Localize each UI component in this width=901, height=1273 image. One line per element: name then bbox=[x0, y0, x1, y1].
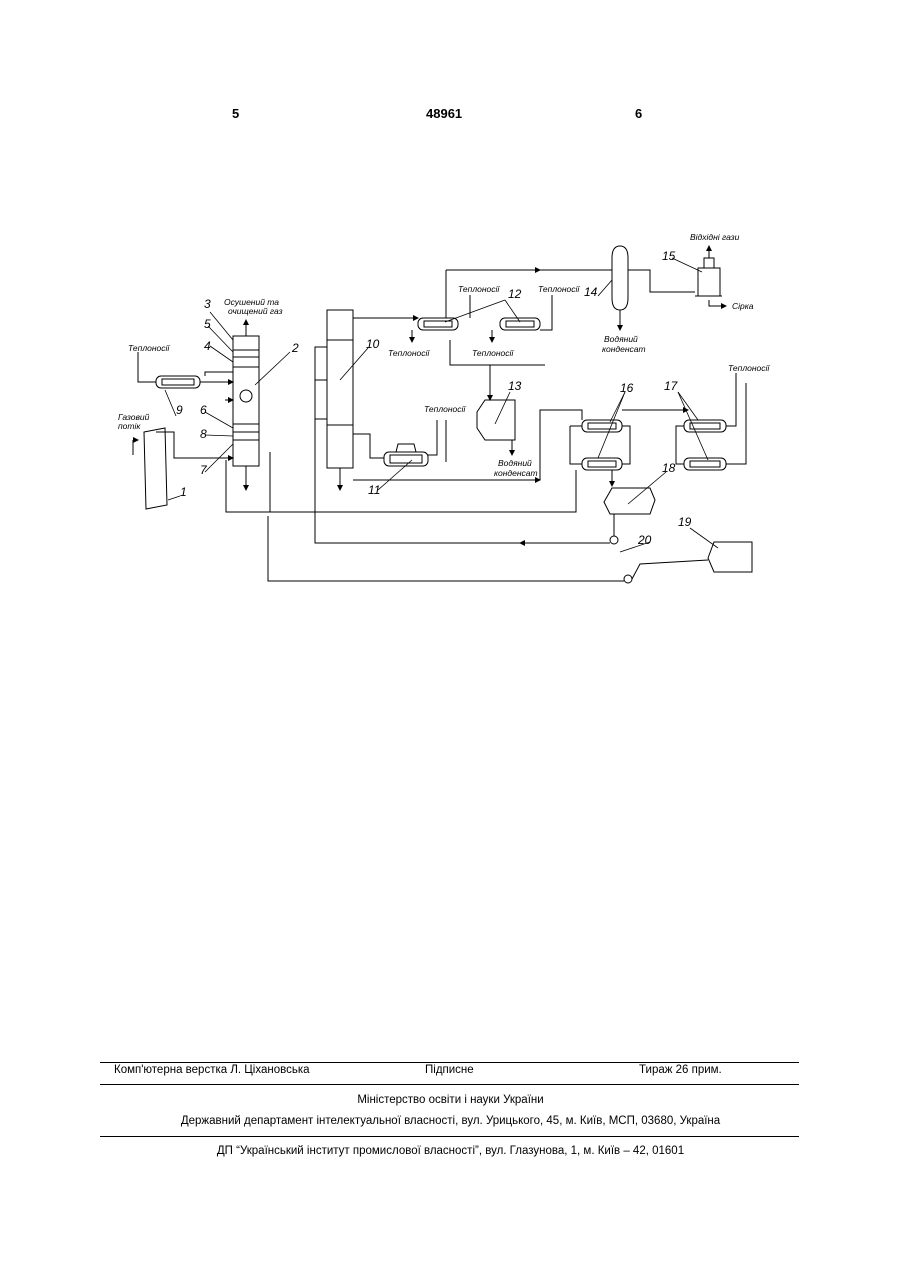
gas-flow-inlet bbox=[133, 432, 233, 458]
label-8: 8 bbox=[200, 427, 207, 441]
signed-note: Підписне bbox=[425, 1064, 474, 1076]
tank-18 bbox=[604, 488, 655, 536]
label-water-cond-13-1: Водяний bbox=[498, 458, 532, 468]
label-11: 11 bbox=[368, 483, 380, 497]
label-3: 3 bbox=[204, 297, 211, 311]
tank-13 bbox=[477, 400, 515, 455]
label-18: 18 bbox=[662, 461, 676, 475]
separator-14 bbox=[612, 246, 695, 330]
label-2: 2 bbox=[291, 341, 299, 355]
label-15: 15 bbox=[662, 249, 676, 263]
department-line: Державний департамент інтелектуальної вл… bbox=[0, 1115, 901, 1127]
label-gas-flow-2: потік bbox=[118, 421, 141, 431]
unit-15 bbox=[695, 246, 726, 306]
label-10: 10 bbox=[366, 337, 380, 351]
label-dried-gas-2: очищений газ bbox=[228, 306, 283, 316]
footer-rule-bottom bbox=[100, 1136, 799, 1137]
label-heat-11: Теплоносії bbox=[424, 404, 466, 414]
label-13: 13 bbox=[508, 379, 522, 393]
vessel-1 bbox=[144, 428, 167, 509]
circulation-note: Тираж 26 прим. bbox=[639, 1064, 722, 1076]
column-10 bbox=[315, 310, 353, 490]
label-heat-12-left: Теплоносії bbox=[458, 284, 500, 294]
label-heat-12-out1: Теплоносії bbox=[388, 348, 430, 358]
label-sulfur: Сірка bbox=[732, 301, 754, 311]
institute-line: ДП “Український інститут промислової вла… bbox=[0, 1145, 901, 1157]
label-water-cond-14-2: конденсат bbox=[602, 344, 646, 354]
label-water-cond-14-1: Водяний bbox=[604, 334, 638, 344]
label-heat-12-mid: Теплоносії bbox=[538, 284, 580, 294]
label-heat-12-out2: Теплоносії bbox=[472, 348, 514, 358]
heat-exchanger-11 bbox=[353, 420, 446, 466]
label-exhaust-gases: Відхідні гази bbox=[690, 232, 740, 242]
label-water-cond-13-2: конденсат bbox=[494, 468, 538, 478]
label-9: 9 bbox=[176, 403, 183, 417]
pumps-20 bbox=[268, 419, 708, 583]
column-2 bbox=[233, 320, 259, 490]
label-19: 19 bbox=[678, 515, 692, 529]
label-16: 16 bbox=[620, 381, 634, 395]
heat-exchanger-9 bbox=[138, 352, 233, 400]
label-4: 4 bbox=[204, 339, 211, 353]
label-5: 5 bbox=[204, 317, 211, 331]
ministry-line: Міністерство освіти і науки України bbox=[0, 1094, 901, 1106]
label-heat-left: Теплоносії bbox=[128, 343, 170, 353]
footer-rule-middle bbox=[100, 1084, 799, 1085]
label-heat-17: Теплоносії bbox=[728, 363, 770, 373]
heat-exchangers-17 bbox=[676, 373, 746, 470]
typesetter-credit: Комп'ютерна верстка Л. Ціхановська bbox=[114, 1064, 310, 1076]
label-14: 14 bbox=[584, 285, 598, 299]
label-17: 17 bbox=[664, 379, 679, 393]
label-20: 20 bbox=[637, 533, 652, 547]
label-6: 6 bbox=[200, 403, 207, 417]
label-12: 12 bbox=[508, 287, 522, 301]
tank-19 bbox=[708, 542, 752, 572]
footer-rule-top bbox=[100, 1062, 799, 1063]
label-1: 1 bbox=[180, 485, 187, 499]
